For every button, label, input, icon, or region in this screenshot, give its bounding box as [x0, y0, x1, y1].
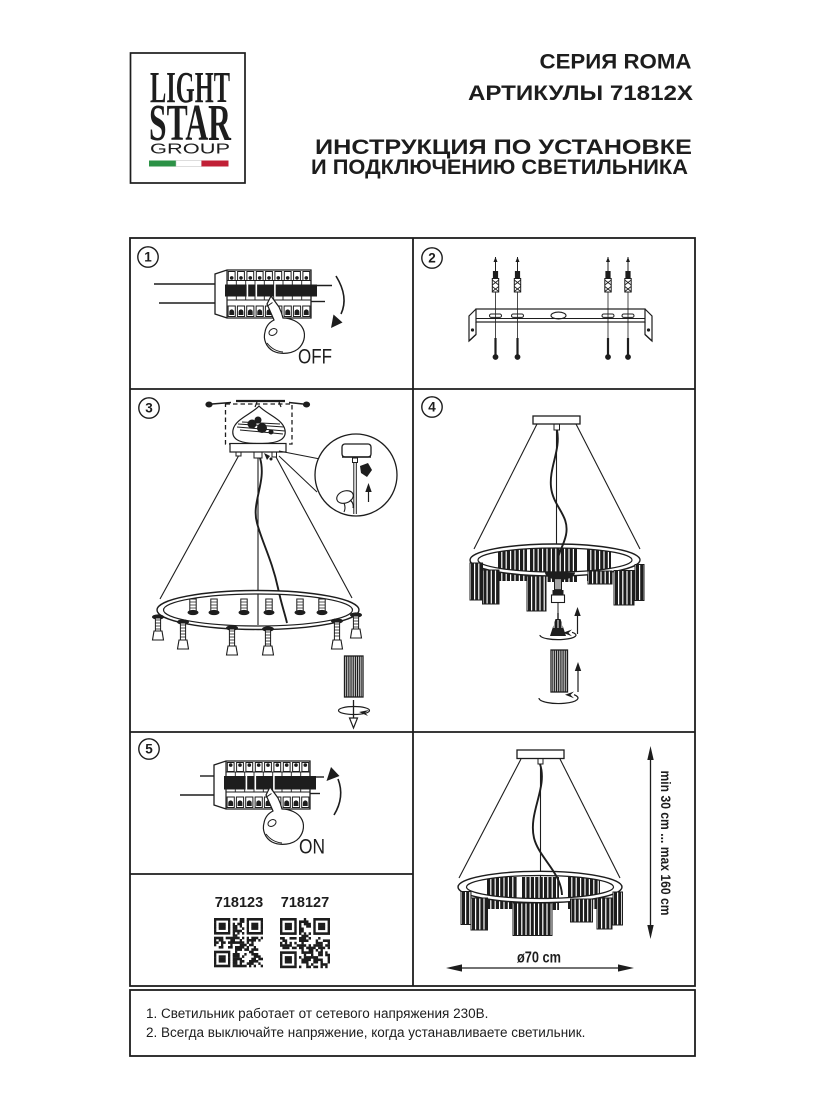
svg-text:3: 3	[145, 401, 153, 416]
svg-text:2. Всегда выключайте напряжени: 2. Всегда выключайте напряжение, когда у…	[146, 1025, 585, 1040]
svg-text:STAR: STAR	[149, 95, 232, 152]
svg-text:GROUP: GROUP	[150, 142, 230, 158]
svg-text:5: 5	[145, 742, 153, 757]
svg-text:OFF: OFF	[298, 346, 332, 369]
svg-text:4: 4	[428, 400, 436, 415]
svg-text:1. Светильник работает от сете: 1. Светильник работает от сетевого напря…	[146, 1006, 488, 1021]
svg-text:И ПОДКЛЮЧЕНИЮ СВЕТИЛЬНИКА: И ПОДКЛЮЧЕНИЮ СВЕТИЛЬНИКА	[311, 156, 688, 179]
svg-text:min 30 cm ... max 160 cm: min 30 cm ... max 160 cm	[658, 771, 673, 916]
svg-text:СЕРИЯ ROMA: СЕРИЯ ROMA	[540, 51, 692, 74]
svg-text:LIGHT: LIGHT	[150, 63, 230, 112]
svg-text:1: 1	[144, 250, 152, 265]
svg-text:АРТИКУЛЫ 71812X: АРТИКУЛЫ 71812X	[468, 81, 694, 105]
svg-text:ИНСТРУКЦИЯ ПО УСТАНОВКЕ: ИНСТРУКЦИЯ ПО УСТАНОВКЕ	[315, 136, 692, 159]
svg-text:718123: 718123	[215, 895, 263, 911]
svg-text:718127: 718127	[281, 895, 329, 911]
svg-text:ON: ON	[299, 836, 325, 859]
svg-text:2: 2	[428, 251, 436, 266]
svg-text:ø70 cm: ø70 cm	[517, 950, 561, 967]
